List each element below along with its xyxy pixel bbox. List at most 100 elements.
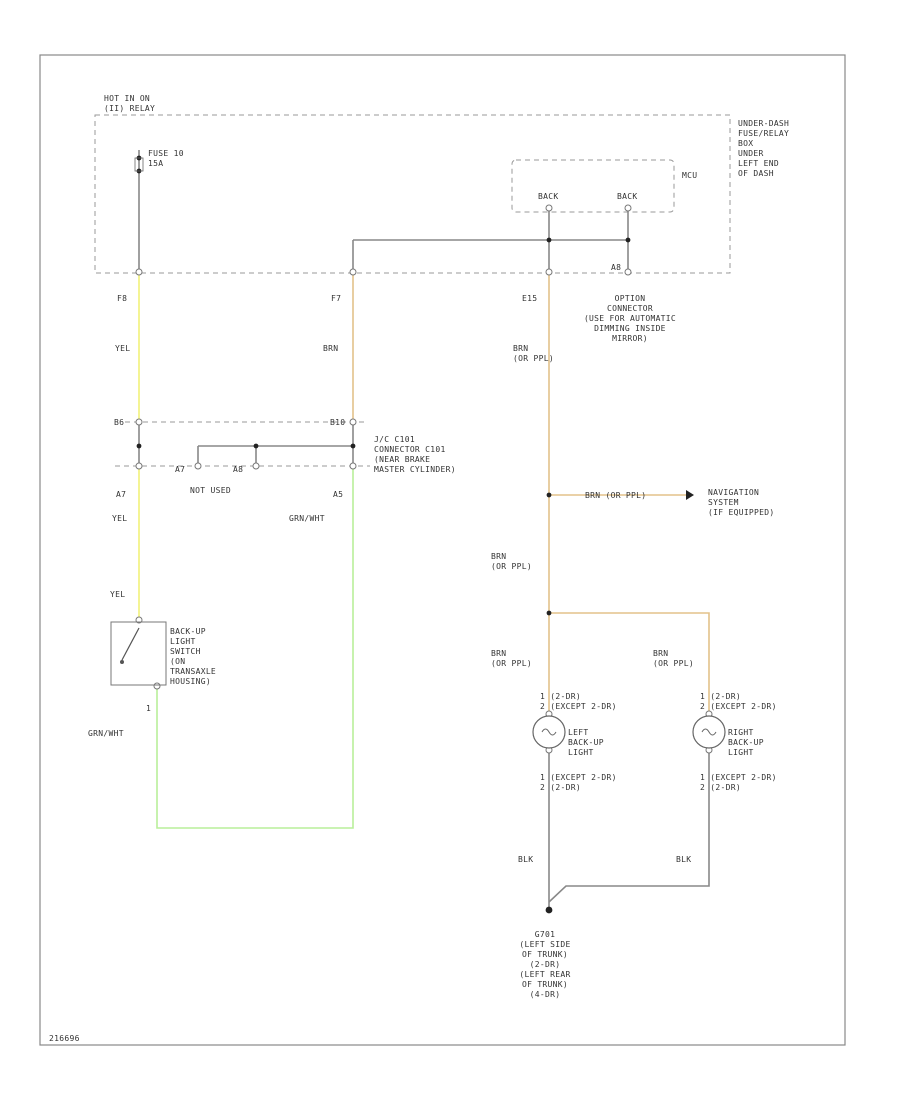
label-wire-yel-2: YEL bbox=[112, 514, 127, 523]
terminal bbox=[349, 462, 357, 470]
label-line: (OR PPL) bbox=[653, 659, 694, 668]
junction-dot bbox=[350, 443, 356, 449]
label-line: OF TRUNK) bbox=[522, 980, 568, 989]
label-line: TRANSAXLE bbox=[170, 667, 216, 676]
label-line: BACK-UP bbox=[568, 738, 604, 747]
junction-dot bbox=[136, 443, 142, 449]
label-line: SWITCH bbox=[170, 647, 201, 656]
label-line: A7 bbox=[175, 465, 185, 474]
label-line: BOX bbox=[738, 139, 753, 148]
ground-point bbox=[545, 906, 553, 914]
label-connector-a8: A8 bbox=[233, 465, 243, 474]
label-mcu: MCU bbox=[682, 171, 697, 180]
underdash-fuse-box bbox=[94, 114, 731, 274]
label-line: A8 bbox=[611, 263, 621, 272]
terminal bbox=[624, 204, 632, 212]
wire-grnwht bbox=[156, 467, 354, 829]
terminal bbox=[135, 418, 143, 426]
junction-dot bbox=[546, 237, 552, 243]
junction-dot bbox=[253, 443, 259, 449]
junction-dot bbox=[625, 237, 631, 243]
label-line: (2-DR) bbox=[530, 960, 561, 969]
mcu-box bbox=[511, 159, 675, 213]
label-line: BRN bbox=[653, 649, 668, 658]
label-line: (LEFT SIDE bbox=[519, 940, 570, 949]
label-line: BACK bbox=[538, 192, 558, 201]
label-right-light-pins-bottom: 1 (EXCEPT 2-DR)2 (2-DR) bbox=[700, 773, 777, 792]
label-wire-grnwht-2: GRN/WHT bbox=[88, 729, 124, 738]
junction-dot bbox=[546, 610, 552, 616]
label-terminal-a5: A5 bbox=[333, 490, 343, 499]
label-line: HOUSING) bbox=[170, 677, 211, 686]
label-nav-wire: BRN (OR PPL) bbox=[585, 491, 646, 500]
label-wire-brn-2: BRN(OR PPL) bbox=[513, 344, 554, 363]
label-line: 15A bbox=[148, 159, 163, 168]
label-line: CONNECTOR C101 bbox=[374, 445, 446, 454]
terminal bbox=[153, 682, 161, 690]
label-line: 2 (EXCEPT 2-DR) bbox=[700, 702, 777, 711]
label-line: B6 bbox=[114, 418, 124, 427]
label-line: LEFT END bbox=[738, 159, 779, 168]
label-line: G701 bbox=[535, 930, 555, 939]
label-line: J/C C101 bbox=[374, 435, 415, 444]
label-terminal-e15: E15 bbox=[522, 294, 537, 303]
label-line: BRN bbox=[323, 344, 338, 353]
label-line: GRN/WHT bbox=[88, 729, 124, 738]
terminal bbox=[135, 268, 143, 276]
label-line: (IF EQUIPPED) bbox=[708, 508, 775, 517]
arrow-icon bbox=[686, 490, 694, 500]
label-line: BRN bbox=[513, 344, 528, 353]
label-line: F8 bbox=[117, 294, 127, 303]
label-line: 1 bbox=[146, 704, 151, 713]
terminal bbox=[194, 462, 202, 470]
label-line: BRN bbox=[491, 552, 506, 561]
label-line: (OR PPL) bbox=[513, 354, 554, 363]
label-line: (OR PPL) bbox=[491, 659, 532, 668]
label-line: 2 (EXCEPT 2-DR) bbox=[540, 702, 617, 711]
label-line: YEL bbox=[112, 514, 127, 523]
label-wire-yel-3: YEL bbox=[110, 590, 125, 599]
terminal bbox=[545, 204, 553, 212]
label-wire-yel-1: YEL bbox=[115, 344, 130, 353]
wire-blk-right bbox=[548, 752, 710, 903]
label-line: F7 bbox=[331, 294, 341, 303]
label-connector-b10: B10 bbox=[330, 418, 345, 427]
label-line: 1 (2-DR) bbox=[700, 692, 741, 701]
label-line: A8 bbox=[233, 465, 243, 474]
label-line: B10 bbox=[330, 418, 345, 427]
label-switch-terminal: 1 bbox=[146, 704, 151, 713]
label-back-1: BACK bbox=[538, 192, 558, 201]
switch-icon bbox=[121, 627, 140, 661]
label-line: (OR PPL) bbox=[491, 562, 532, 571]
label-line: 2 (2-DR) bbox=[540, 783, 581, 792]
label-line: 2 (2-DR) bbox=[700, 783, 741, 792]
label-line: OF DASH bbox=[738, 169, 774, 178]
terminal bbox=[135, 462, 143, 470]
label-line: BLK bbox=[518, 855, 533, 864]
label-connector-b6: B6 bbox=[114, 418, 124, 427]
label-terminal-a7: A7 bbox=[116, 490, 126, 499]
label-line: (ON bbox=[170, 657, 185, 666]
label-line: LEFT bbox=[568, 728, 588, 737]
terminal bbox=[545, 268, 553, 276]
label-wire-brn-1: BRN bbox=[323, 344, 338, 353]
label-line: UNDER-DASH bbox=[738, 119, 789, 128]
label-line: NAVIGATION bbox=[708, 488, 759, 497]
label-line: FUSE/RELAY bbox=[738, 129, 789, 138]
label-terminal-f8: F8 bbox=[117, 294, 127, 303]
backup-switch-box bbox=[110, 621, 167, 686]
label-line: BRN bbox=[491, 649, 506, 658]
fuse-icon bbox=[134, 157, 144, 172]
label-wire-brn-5: BRN(OR PPL) bbox=[653, 649, 694, 668]
label-left-light-pins-top: 1 (2-DR)2 (EXCEPT 2-DR) bbox=[540, 692, 617, 711]
switch-contact bbox=[120, 660, 124, 664]
label-line: BLK bbox=[676, 855, 691, 864]
label-right-light-pins-top: 1 (2-DR)2 (EXCEPT 2-DR) bbox=[700, 692, 777, 711]
label-line: BACK-UP bbox=[728, 738, 764, 747]
label-line: E15 bbox=[522, 294, 537, 303]
label-line: LIGHT bbox=[568, 748, 594, 757]
label-line: BACK bbox=[617, 192, 637, 201]
